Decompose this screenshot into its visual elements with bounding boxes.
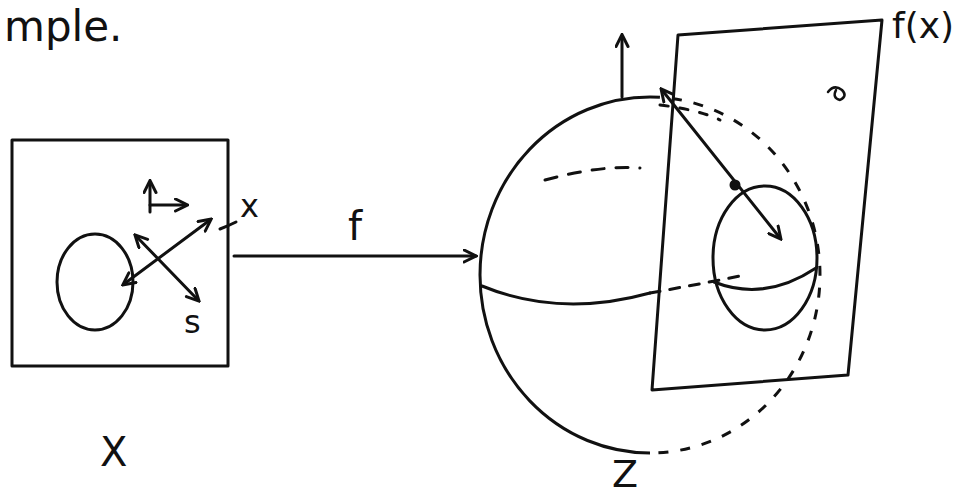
sphere-outline <box>480 97 650 453</box>
square-outline <box>12 140 228 366</box>
vector-label: s <box>184 306 201 338</box>
small-equator <box>714 268 816 289</box>
plane-outline <box>652 20 882 390</box>
tangent-plane: f(x) <box>645 4 967 396</box>
map-arrow <box>234 255 476 258</box>
node-shape <box>476 88 836 494</box>
sphere-hidden-outline <box>650 97 820 453</box>
equator <box>482 286 650 304</box>
frame-arrow <box>150 204 186 207</box>
circle <box>57 234 133 330</box>
point-label: x <box>240 190 259 222</box>
node-label: Z <box>612 455 638 493</box>
hidden-line <box>660 105 720 120</box>
scribble <box>828 87 845 100</box>
normal-arrow <box>621 36 624 97</box>
sketch-strokes <box>57 36 845 330</box>
node-shape <box>645 4 967 396</box>
frame-arrow <box>149 182 152 212</box>
heading-fragment: mple. <box>4 6 122 48</box>
vector-arrow <box>136 236 198 300</box>
node-label: X <box>100 432 127 472</box>
sphere: Z <box>476 88 836 494</box>
vector-arrow <box>124 220 210 284</box>
map-label: f <box>348 206 362 246</box>
point <box>731 181 739 189</box>
small-circle <box>713 186 817 330</box>
hidden-line <box>545 168 640 181</box>
equator-hidden <box>650 276 740 293</box>
node-label: f(x) <box>892 8 954 44</box>
